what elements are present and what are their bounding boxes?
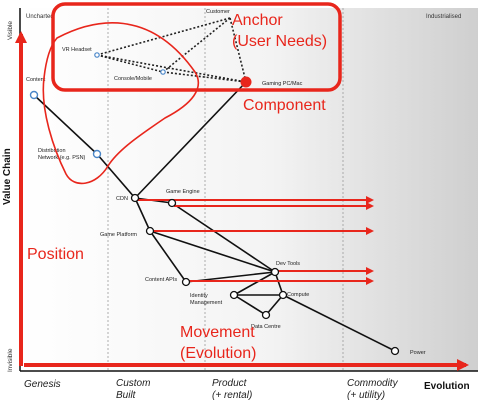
value-chain-links: [33, 81, 396, 352]
annotation-position: Position: [27, 246, 84, 263]
y-axis-visible: Visible: [7, 21, 14, 40]
node-compute: [278, 290, 288, 300]
annotation-anchor: Anchor(User Needs): [232, 12, 327, 50]
annotation-movement: Movement(Evolution): [180, 324, 256, 362]
label-gaming: Gaming PC/Mac: [262, 81, 303, 87]
label-platform: Game Platform: [100, 232, 137, 238]
node-devtools: [270, 267, 280, 277]
node-identity: [229, 290, 239, 300]
node-content: [29, 90, 39, 100]
node-distribution: [92, 149, 102, 159]
map-background: [20, 8, 478, 371]
node-cdn: [130, 193, 140, 203]
visible-components-outline: [42, 22, 200, 185]
label-contentapis: Content APIs: [145, 277, 177, 283]
component-nodes: [29, 52, 400, 356]
label-engine: Game Engine: [166, 189, 200, 195]
annotation-component: Component: [243, 97, 326, 114]
region-uncharted: Uncharted: [26, 14, 54, 20]
label-datacentre: Data Centre: [251, 324, 281, 330]
label-content: Content: [26, 77, 46, 83]
y-axis-title: Value Chain: [2, 148, 13, 205]
evolution-arrows: [137, 196, 374, 285]
anchor-customer-label: Customer: [206, 9, 230, 15]
stage-dividers: [107, 8, 344, 371]
node-datacentre: [261, 310, 271, 320]
stage-product: Product(+ rental): [212, 378, 252, 401]
region-industrialised: Industrialised: [426, 14, 461, 20]
node-gaming: [240, 76, 252, 88]
label-devtools: Dev Tools: [276, 261, 300, 267]
node-contentapis: [181, 277, 191, 287]
y-axis-invisible: Invisible: [7, 348, 14, 372]
stage-genesis: Genesis: [24, 379, 61, 390]
node-engine: [167, 198, 177, 208]
label-compute: Compute: [287, 292, 309, 298]
customer-links: [96, 17, 247, 83]
node-vr: [94, 52, 100, 58]
x-axis-title: Evolution: [424, 381, 470, 392]
node-power: [390, 346, 400, 356]
label-console: Console/Mobile: [114, 76, 152, 82]
label-cdn: CDN: [116, 196, 128, 202]
node-platform: [145, 226, 155, 236]
node-console: [160, 69, 166, 75]
label-power: Power: [410, 350, 426, 356]
stage-commodity: Commodity(+ utility): [347, 378, 399, 401]
label-vr: VR Headset: [62, 47, 92, 53]
